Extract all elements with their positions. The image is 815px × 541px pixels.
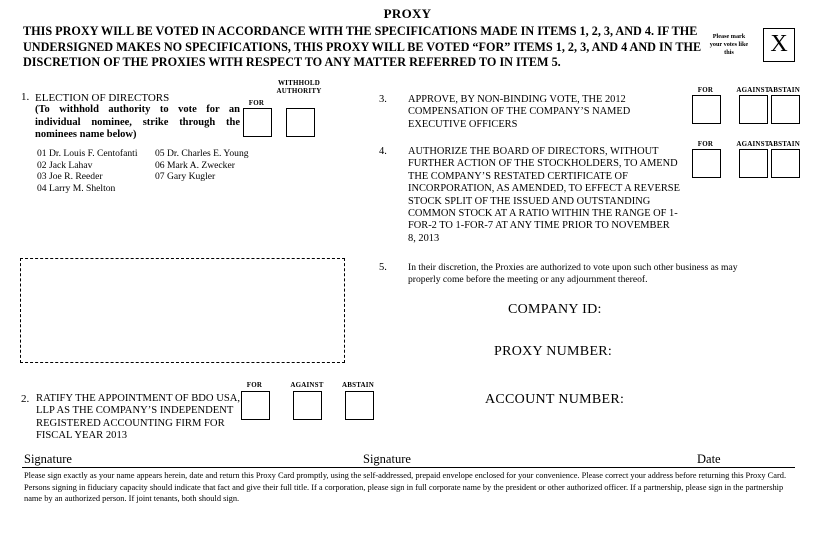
item-3-abstain-checkbox[interactable] [771,95,800,124]
signature-label-1: Signature [24,452,72,466]
mark-votes-note: Please mark your votes like this [709,33,749,56]
item-3-against-label: AGAINST [736,86,770,94]
proxy-instructions-paragraph: THIS PROXY WILL BE VOTED IN ACCORDANCE W… [23,24,702,69]
mark-example-box: X [763,28,795,62]
list-item: 04 Larry M. Shelton [37,182,116,194]
item-1-withhold-authority-label: WITHHOLD AUTHORITY [276,79,322,95]
item-2-number: 2. [21,393,30,405]
item-4-against-checkbox[interactable] [739,149,768,178]
item-4-text: AUTHORIZE THE BOARD OF DIRECTORS, WITHOU… [408,146,680,244]
item-1-title: ELECTION OF DIRECTORS [35,92,170,104]
list-item: 01 Dr. Louis F. Centofanti [37,148,138,159]
item-4-abstain-label: ABSTAIN [767,140,800,148]
signature-instructions: Please sign exactly as your name appears… [24,471,787,504]
list-item: 07 Gary Kugler [155,171,216,183]
item-2-for-checkbox[interactable] [241,391,270,420]
page-title: PROXY [383,6,432,21]
item-3-for-checkbox[interactable] [692,95,721,124]
item-2-against-checkbox[interactable] [293,391,322,420]
signature-label-2: Signature [363,452,411,466]
item-4-against-label: AGAINST [736,140,770,148]
item-1-number: 1. [21,91,30,103]
item-2-text: RATIFY THE APPOINTMENT OF BDO USA, LLP A… [36,393,241,442]
item-4-for-checkbox[interactable] [692,149,721,178]
proxy-number-label: PROXY NUMBER: [494,344,613,359]
item-1-for-checkbox[interactable] [243,108,272,137]
company-id-label: COMPANY ID: [508,302,602,317]
list-item: 03 Joe R. Reeder [37,171,103,183]
item-3-abstain-label: ABSTAIN [767,86,800,94]
list-item: 05 Dr. Charles E. Young [155,148,249,159]
item-2-for-label: FOR [246,381,263,389]
item-3-text: APPROVE, BY NON-BINDING VOTE, THE 2012 C… [408,94,631,130]
item-3-against-checkbox[interactable] [739,95,768,124]
item-2-against-label: AGAINST [290,381,324,389]
nominee-column-right: 05 Dr. Charles E. Young 06 Mark A. Zweck… [155,148,275,183]
item-2-abstain-checkbox[interactable] [345,391,374,420]
item-1-for-label: FOR [248,99,265,107]
item-3-for-label: FOR [697,86,714,94]
item-1-withhold-authority-checkbox[interactable] [286,108,315,137]
item-1-instruction: (To withhold authority to vote for an in… [35,104,240,141]
list-item: 02 Jack Lahav [37,159,93,171]
item-4-number: 4. [379,146,387,157]
item-2-abstain-label: ABSTAIN [341,381,374,389]
account-number-label: ACCOUNT NUMBER: [485,392,625,407]
list-item: 06 Mark A. Zwecker [155,159,235,171]
nominee-column-left: 01 Dr. Louis F. Centofanti 02 Jack Lahav… [37,148,155,194]
address-label-area [20,258,345,363]
item-4-abstain-checkbox[interactable] [771,149,800,178]
item-3-number: 3. [379,94,387,105]
item-4-for-label: FOR [697,140,714,148]
item-5-number: 5. [379,262,387,273]
date-label: Date [697,452,721,466]
item-1-nominee-list: 01 Dr. Louis F. Centofanti 02 Jack Lahav… [37,148,287,194]
item-5-text: In their discretion, the Proxies are aut… [408,262,738,285]
signature-rule [22,467,795,468]
